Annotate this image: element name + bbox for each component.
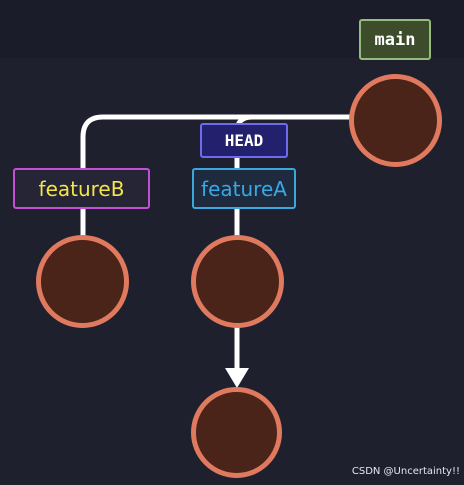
branch-label-featureA[interactable]: featureA	[192, 168, 296, 209]
watermark: CSDN @Uncertainty!!	[351, 466, 460, 477]
edge-main-to-featureB	[80, 114, 352, 237]
head-label[interactable]: HEAD	[200, 123, 288, 158]
commit-new[interactable]	[191, 387, 282, 478]
arrow-head	[225, 368, 249, 388]
branch-label-main[interactable]: main	[359, 19, 431, 60]
commit-featureB[interactable]	[36, 235, 129, 328]
commit-featureA[interactable]	[191, 235, 284, 328]
branch-label-featureB[interactable]: featureB	[13, 168, 150, 209]
commit-main[interactable]	[349, 74, 442, 167]
